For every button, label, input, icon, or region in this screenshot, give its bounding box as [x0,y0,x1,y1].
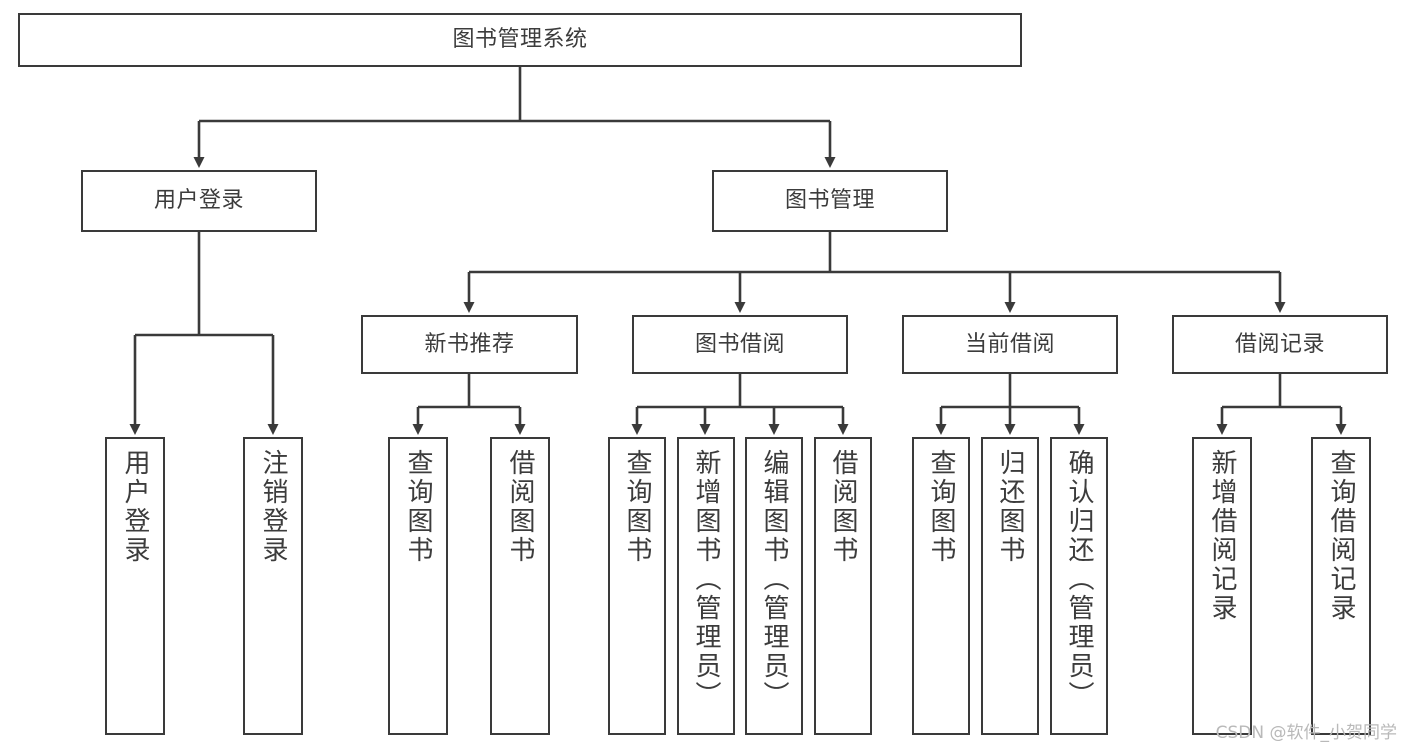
node-label: 借阅图书 [828,449,858,565]
node-label: 图书管理系统 [452,27,588,53]
node-leaf-borrow-book-1[interactable]: 借阅图书 [490,437,550,735]
node-root-book-management-system[interactable]: 图书管理系统 [18,13,1022,67]
node-label: 用户登录 [120,449,150,565]
node-label: 查询借阅记录 [1326,449,1356,623]
node-label: 当前借阅 [964,331,1055,357]
node-label: 查询图书 [926,449,956,565]
node-book-manage[interactable]: 图书管理 [712,170,948,232]
node-leaf-query-book-1[interactable]: 查询图书 [388,437,448,735]
node-leaf-borrow-book-2[interactable]: 借阅图书 [814,437,872,735]
node-leaf-return-book[interactable]: 归还图书 [981,437,1039,735]
node-book-borrow[interactable]: 图书借阅 [632,315,848,374]
node-leaf-logout-login[interactable]: 注销登录 [243,437,303,735]
node-new-book-recommend[interactable]: 新书推荐 [361,315,578,374]
node-label: 新增借阅记录 [1207,449,1237,623]
node-label: 图书借阅 [694,331,785,357]
node-label: 借阅图书 [505,449,535,565]
node-label: 借阅记录 [1234,331,1325,357]
node-label: 注销登录 [258,449,288,565]
node-leaf-query-book-2[interactable]: 查询图书 [608,437,666,735]
node-leaf-user-login[interactable]: 用户登录 [105,437,165,735]
node-label: 新书推荐 [424,331,515,357]
node-user-login[interactable]: 用户登录 [81,170,317,232]
node-borrow-record[interactable]: 借阅记录 [1172,315,1388,374]
node-label: 确认归还（管理员） [1064,449,1094,710]
node-leaf-add-book[interactable]: 新增图书（管理员） [677,437,735,735]
node-label: 归还图书 [995,449,1025,565]
node-label: 编辑图书（管理员） [759,449,789,710]
node-leaf-confirm-return[interactable]: 确认归还（管理员） [1050,437,1108,735]
node-label: 用户登录 [153,188,244,214]
node-label: 查询图书 [403,449,433,565]
node-leaf-add-record[interactable]: 新增借阅记录 [1192,437,1252,735]
node-label: 图书管理 [784,188,875,214]
node-leaf-edit-book[interactable]: 编辑图书（管理员） [745,437,803,735]
csdn-watermark: CSDN @软件_小贺同学 [1215,723,1397,743]
node-current-borrow[interactable]: 当前借阅 [902,315,1118,374]
node-label: 新增图书（管理员） [691,449,721,710]
node-leaf-query-book-3[interactable]: 查询图书 [912,437,970,735]
node-label: 查询图书 [622,449,652,565]
node-leaf-query-record[interactable]: 查询借阅记录 [1311,437,1371,735]
